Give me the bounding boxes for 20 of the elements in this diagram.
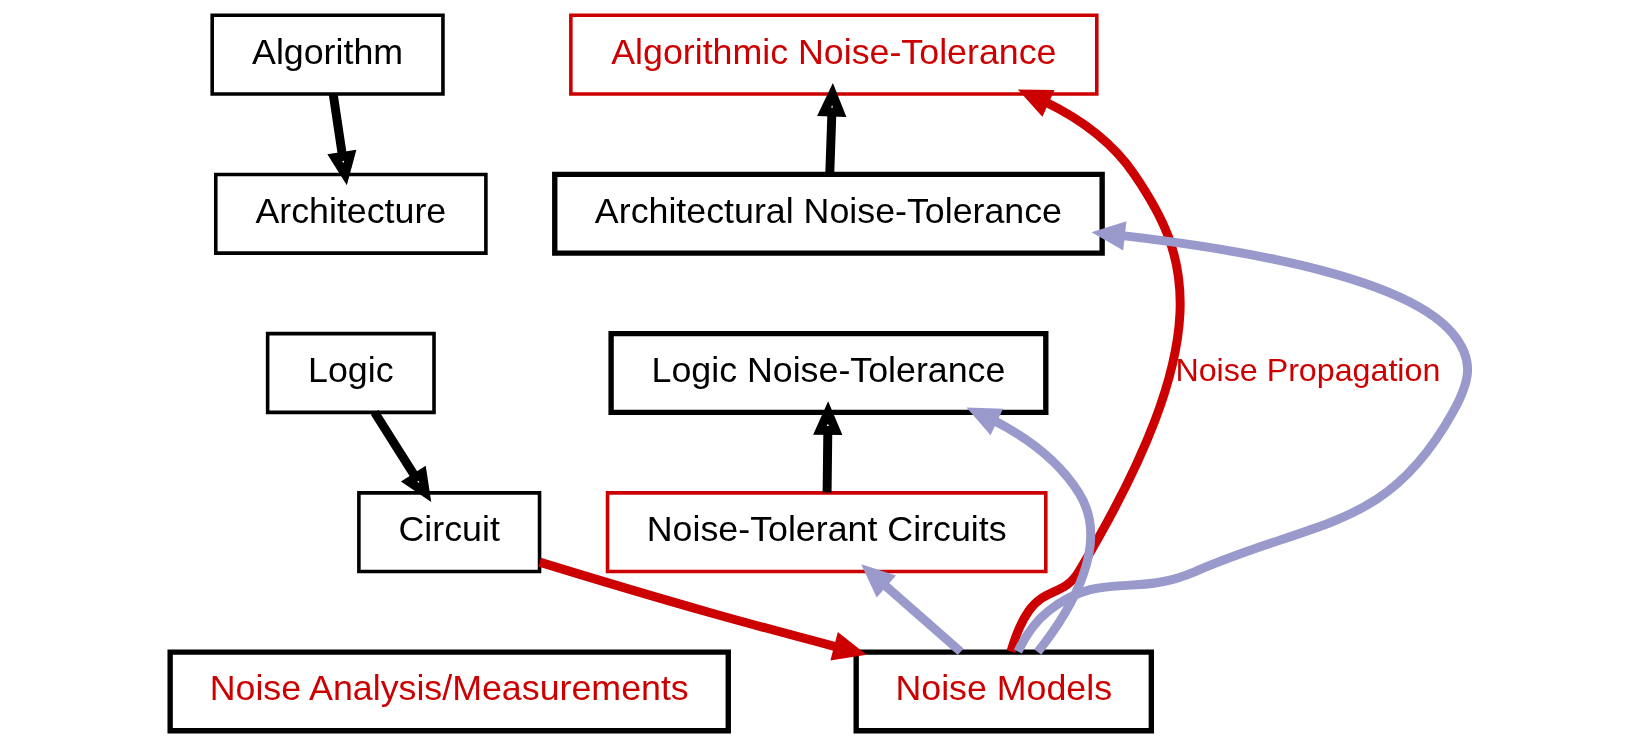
edge-label: Noise Propagation — [1174, 351, 1440, 388]
arrow — [966, 407, 1095, 655]
node-box: Algorithm — [209, 13, 445, 96]
node-box: Noise Models — [853, 649, 1154, 734]
node-box: Architecture — [213, 172, 488, 255]
arrow — [860, 564, 964, 656]
node-box: Architectural Noise-Tolerance — [551, 171, 1105, 256]
node-box: Algorithmic Noise-Tolerance — [568, 13, 1099, 96]
arrow — [1006, 89, 1184, 653]
node-box: Logic — [265, 331, 436, 415]
arrow — [370, 410, 431, 502]
arrow — [816, 82, 846, 175]
arrow — [326, 93, 356, 186]
node-box: Noise-Tolerant Circuits — [605, 491, 1048, 574]
node-box: Noise Analysis/Measurements — [166, 649, 731, 734]
arrow — [812, 401, 842, 493]
arrow — [537, 557, 866, 661]
node-box: Circuit — [356, 491, 541, 574]
arrow — [1013, 221, 1472, 654]
node-box: Logic Noise-Tolerance — [607, 330, 1048, 416]
